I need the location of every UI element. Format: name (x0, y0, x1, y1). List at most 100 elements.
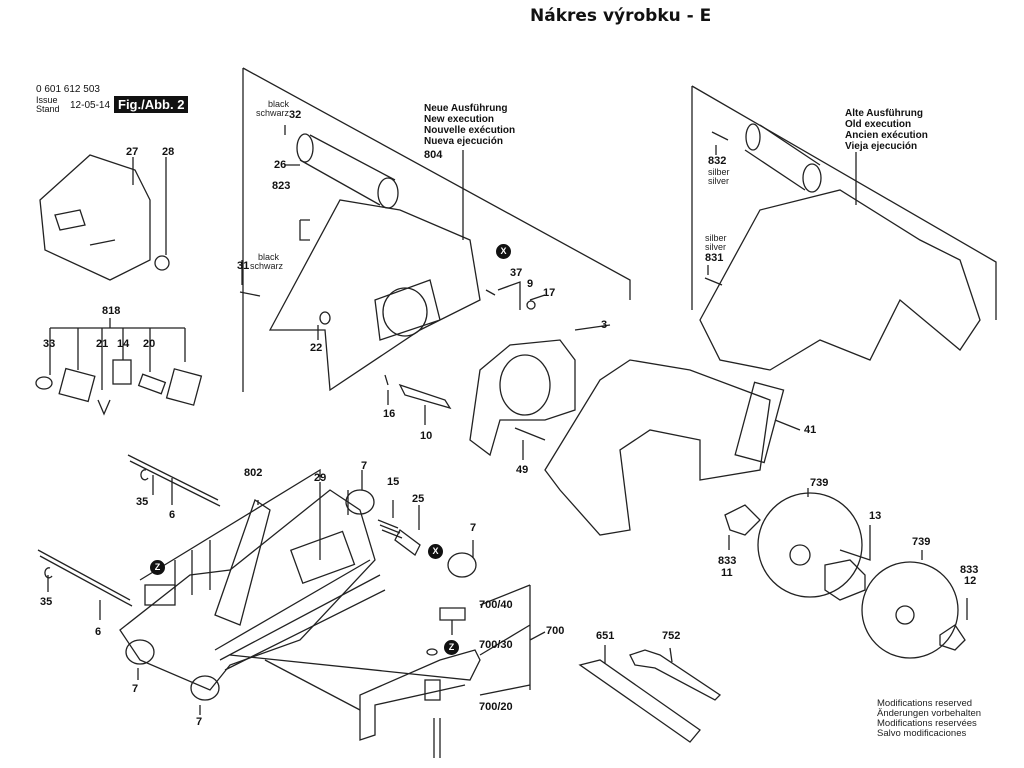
page-title: Nákres výrobku - E (530, 6, 712, 26)
part-knob (439, 607, 466, 621)
note-line: Neue Ausführung (424, 103, 508, 114)
part-label: 833 (960, 564, 979, 576)
color-note-31: black schwarz (250, 253, 283, 271)
part-label: 12 (964, 575, 977, 587)
part-label: 16 (383, 408, 396, 420)
new-execution-note: Neue Ausführung New execution Nouvelle e… (424, 103, 515, 147)
part-label: 6 (95, 626, 102, 638)
part-label: 739 (810, 477, 829, 489)
part-screw-28 (154, 255, 170, 271)
note-line: silver (708, 176, 730, 186)
figure-label: Fig./Abb. 2 (114, 96, 189, 113)
part-label: 28 (162, 146, 175, 158)
part-clip-20 (137, 373, 167, 395)
part-guard-3 (469, 339, 576, 457)
part-label: 3 (601, 319, 608, 331)
part-wrench-752 (629, 649, 722, 701)
part-label: 6 (169, 509, 176, 521)
part-label: 35 (136, 496, 149, 508)
modifications-note: Modifications reserved Änderungen vorbeh… (877, 699, 981, 739)
part-label: 25 (412, 493, 425, 505)
part-spring-21 (97, 399, 111, 416)
part-label: 33 (43, 338, 56, 350)
note-line: schwarz (256, 108, 290, 118)
note-line: Modifications reserved (877, 698, 973, 709)
part-label: 700 (546, 625, 565, 637)
part-label: 818 (102, 305, 121, 317)
part-flange-833b (939, 624, 966, 651)
note-line: Alte Ausführung (845, 108, 923, 119)
part-screw-832 (711, 131, 729, 141)
part-label: 15 (387, 476, 400, 488)
part-fence (229, 649, 481, 741)
part-plate-41 (734, 381, 785, 464)
part-label: 832 (708, 155, 727, 167)
part-spring-15 (377, 519, 403, 539)
frame-old-execution (691, 85, 997, 320)
part-tool-651 (578, 659, 701, 743)
part-label: 700/40 (479, 599, 513, 611)
part-roller-7a (345, 489, 375, 515)
part-label: 41 (804, 424, 817, 436)
part-holder-right (165, 368, 203, 406)
note-line: Nouvelle exécution (424, 125, 516, 136)
part-label: 49 (516, 464, 529, 476)
part-label: 37 (510, 267, 523, 279)
part-label: 21 (96, 338, 109, 350)
bracket-802 (139, 468, 321, 595)
part-screw-33 (35, 376, 53, 390)
part-label: 700/20 (479, 701, 513, 713)
part-screw-31 (239, 291, 261, 297)
part-label: 833 (718, 555, 737, 567)
old-execution-note: Alte Ausführung Old execution Ancien exé… (845, 108, 928, 152)
issue-label: Issue (36, 95, 58, 105)
note-line: Änderungen vorbehalten (877, 708, 982, 719)
part-nut-17 (526, 300, 536, 310)
part-screw-831 (704, 277, 723, 286)
note-line: Ancien exécution (845, 130, 928, 141)
issue-stand-label: Issue Stand (36, 96, 60, 114)
part-tube-26 (299, 134, 396, 206)
note-line: Vieja ejecución (845, 141, 918, 152)
part-label: 823 (272, 180, 291, 192)
part-brush-14 (112, 359, 132, 385)
part-label: 10 (420, 430, 433, 442)
note-line: schwarz (250, 261, 284, 271)
marker-z-1: Z (150, 560, 165, 575)
part-label: 7 (470, 522, 477, 534)
part-rod-6a (127, 454, 221, 507)
part-label: 804 (424, 149, 443, 161)
color-note-32: black schwarz (256, 100, 289, 118)
note-line: silber (705, 233, 727, 243)
part-label: 20 (143, 338, 156, 350)
marker-z-2: Z (444, 640, 459, 655)
part-shroud (544, 359, 771, 536)
part-label: 739 (912, 536, 931, 548)
part-spacer-13 (824, 559, 866, 601)
part-pin-22 (319, 311, 331, 325)
part-blade-739b (861, 561, 959, 659)
color-note-831: silber silver (705, 234, 727, 252)
part-guard-housing-new (268, 199, 481, 392)
part-motor-cover (39, 154, 151, 281)
part-label: 31 (237, 260, 250, 272)
part-label: 29 (314, 472, 327, 484)
part-brush-holder (58, 367, 96, 403)
part-number: 0 601 612 503 (36, 84, 100, 95)
color-note-832: silber silver (708, 168, 730, 186)
part-label: 32 (289, 109, 302, 121)
part-label: 35 (40, 596, 53, 608)
part-label: 9 (527, 278, 534, 290)
part-bushing-25 (394, 529, 421, 556)
part-label: 13 (869, 510, 882, 522)
part-rod-6b (37, 549, 133, 607)
part-label: 14 (117, 338, 130, 350)
part-label: 700/30 (479, 639, 513, 651)
part-tube-old (744, 124, 821, 191)
part-label: 22 (310, 342, 323, 354)
note-line: New execution (424, 114, 495, 125)
marker-x-1: X (496, 244, 511, 259)
stand-label: Stand (36, 104, 60, 114)
part-blade-739a (757, 492, 863, 598)
